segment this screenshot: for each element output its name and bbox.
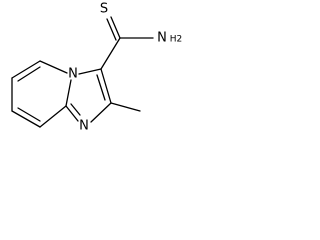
bond-c3-n4: [78, 68, 102, 75]
bond-c5-c6: [11, 60, 41, 79]
bond-c7-c8-inner: [17, 107, 41, 122]
bond-c3-c2: [100, 68, 112, 104]
imidazole-n-label: N: [79, 119, 89, 134]
sulfur-label: S: [100, 2, 108, 17]
molecule-structure: S N H2 N N: [11, 2, 183, 134]
bond-c-s-double-1: [110, 16, 121, 39]
amine-h2-label: H2: [170, 35, 183, 45]
bond-c2-n1: [90, 102, 112, 123]
bridgehead-n-label: N: [68, 67, 78, 82]
bond-c7-c8: [11, 110, 41, 128]
bond-c8-c8a: [39, 105, 67, 128]
bond-n1-c8a: [65, 105, 79, 122]
bond-c5-c6-inner: [17, 66, 41, 82]
bond-c-s-double-2: [106, 18, 117, 41]
amine-n-label: N: [157, 31, 167, 46]
bond-c2-methyl: [110, 102, 141, 112]
bond-c8a-n4: [65, 79, 72, 107]
bond-n1-c8a-inner: [70, 103, 81, 116]
bond-c3-thioamide: [100, 37, 121, 70]
bond-c3-c2-inner: [96, 74, 106, 101]
bond-n4-c5: [39, 60, 68, 74]
